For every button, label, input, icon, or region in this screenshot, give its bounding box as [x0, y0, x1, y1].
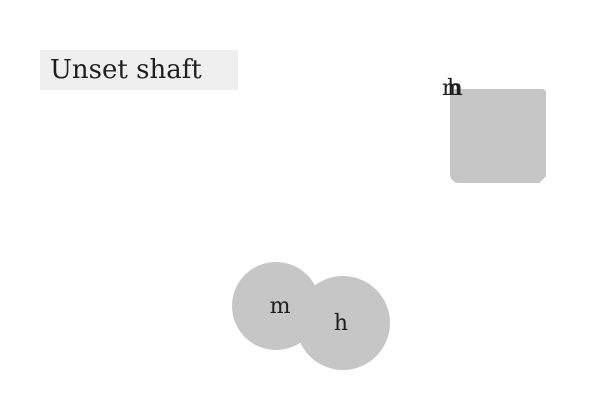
block-label-m: m: [442, 76, 463, 101]
title-box: Unset shaft: [40, 50, 238, 90]
block-label-h: h: [447, 76, 462, 101]
gray-block[interactable]: [450, 89, 546, 183]
title-text: Unset shaft: [50, 55, 202, 85]
circle-token-h[interactable]: h: [296, 276, 390, 370]
circle-token-h-label: h: [333, 310, 349, 336]
circle-token-m-label: m: [269, 294, 291, 319]
